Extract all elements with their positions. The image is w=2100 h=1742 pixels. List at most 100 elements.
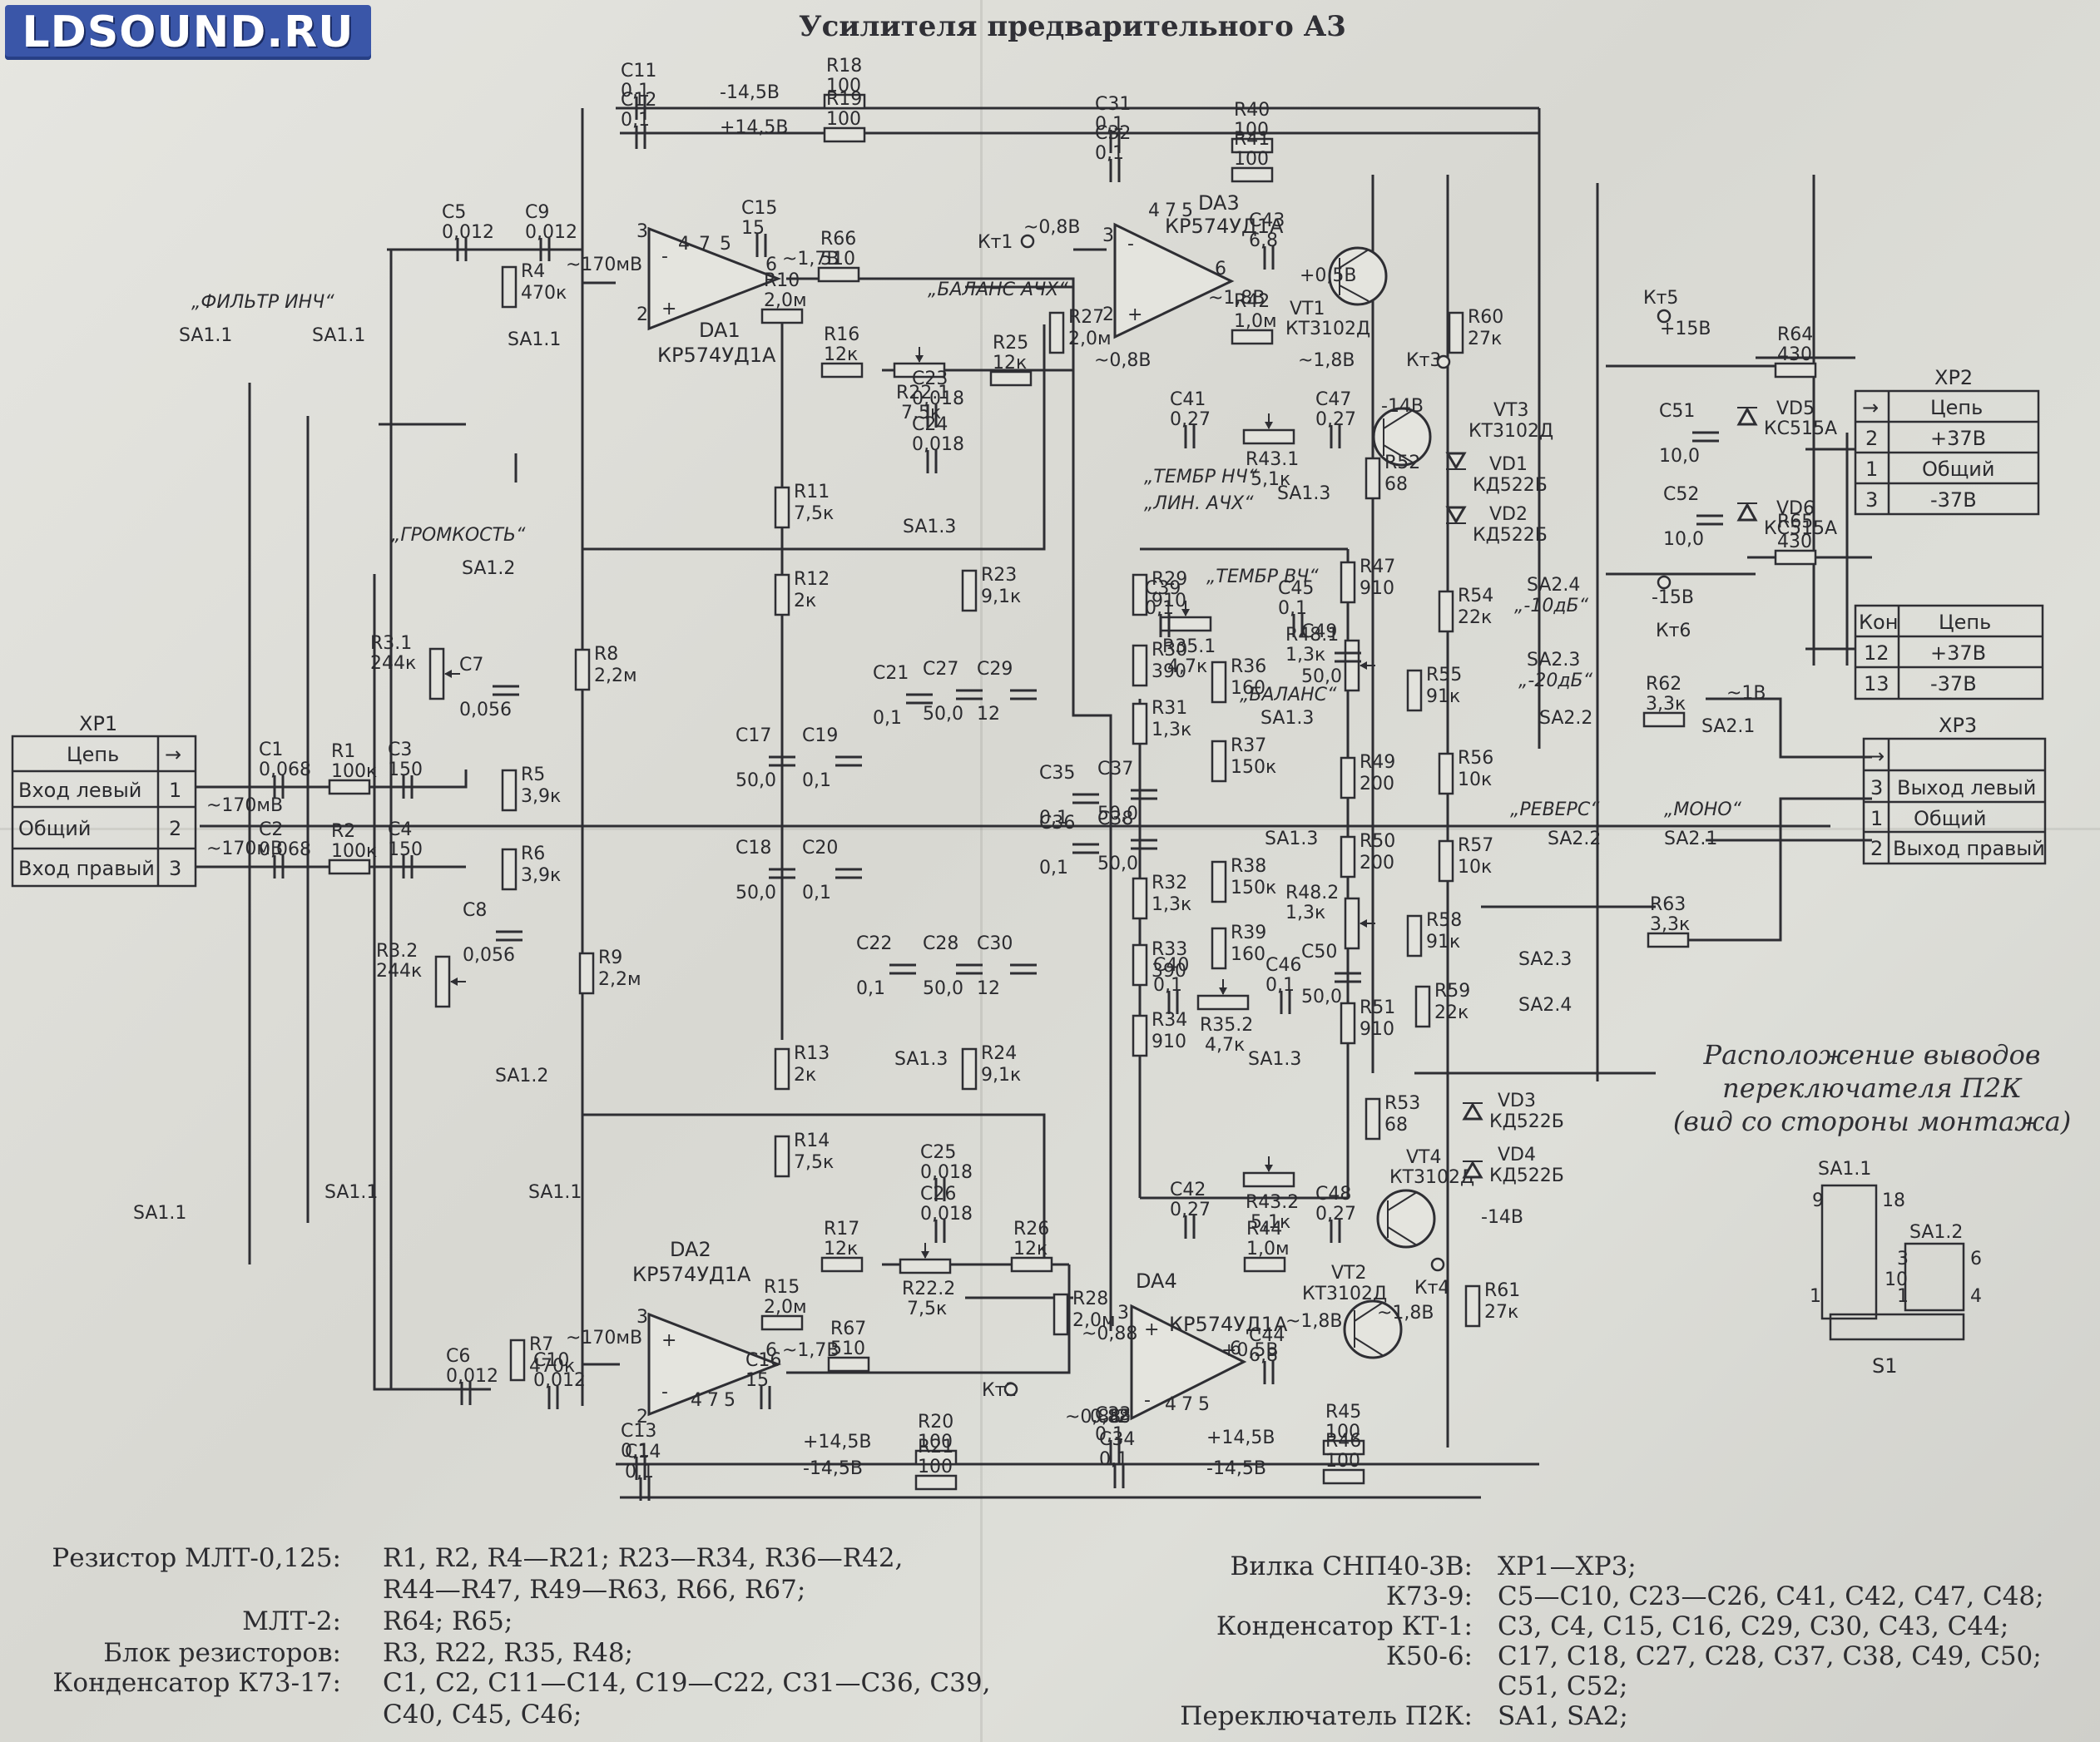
capacitor-c8-ref: C8 <box>463 900 487 921</box>
switch-sa21-a: SA2.1 <box>1701 716 1755 737</box>
capacitor-c49-value: 50,0 <box>1301 666 1342 687</box>
switch-sa12-b: SA1.2 <box>495 1066 548 1086</box>
capacitor-c13-ref: C13 <box>621 1421 656 1442</box>
pot-r22-1-ref: R22.1 <box>896 383 949 403</box>
resistor-r55-ref: R55 <box>1426 665 1462 685</box>
capacitor-c22-value: 0,1 <box>856 978 885 999</box>
parts-left-items-5: C1, C2, C11—C14, C19—C22, C31—C36, C39, <box>383 1668 991 1698</box>
pot-r35-2-value: 4,7к <box>1205 1035 1245 1056</box>
capacitor-c5-value: 0,012 <box>442 222 494 243</box>
connector-xp1: ХР1 Цепь → Вход левый 1 Общий 2 Вход пра… <box>11 712 197 888</box>
label-tone-lf: „ТЕМБР НЧ“ <box>1144 467 1258 487</box>
capacitor-c40-ref: C40 <box>1153 955 1189 976</box>
capacitor-c33-ref: C33 <box>1095 1404 1131 1425</box>
svg-text:4: 4 <box>1970 1286 1982 1307</box>
pot-r22-2: R22.27,5к <box>899 1243 955 1319</box>
xp1-row-1-pin: 1 <box>169 779 181 802</box>
parts-right-items-5: C51, C52; <box>1498 1671 1628 1701</box>
svg-text:3: 3 <box>636 1307 648 1328</box>
parts-left-cat-1: Резистор МЛТ-0,125: <box>52 1543 341 1573</box>
resistor-r10-value: 2,0м <box>764 290 807 311</box>
resistor-r14-value: 7,5к <box>794 1152 834 1173</box>
voltage-da2-out: ~1,7В <box>782 1340 840 1361</box>
voltage-da3-in: ~0,8В <box>1094 350 1152 371</box>
voltage-vt3: -14В <box>1381 396 1424 417</box>
pot-r22-2-value: 7,5к <box>907 1299 947 1319</box>
transistor-vt3-part: КТ3102Д <box>1469 421 1553 442</box>
xp2-title: ХР2 <box>1934 366 1973 389</box>
resistor-r64-ref: R64 <box>1777 324 1813 345</box>
label-tone-hf: „ТЕМБР ВЧ“ <box>1206 567 1319 587</box>
pot-r43-2: R43.25,1к <box>1242 1156 1299 1233</box>
connector-xp2: ХР2 → Цепь 2 +37В 1 Общий 3 -37В <box>1854 366 2040 516</box>
resistor-r46-value: 100 <box>1325 1451 1360 1472</box>
resistor-r15-value: 2,0м <box>764 1297 807 1318</box>
resistor-r5: R53,9к <box>501 765 561 812</box>
switch-sa13-d: SA1.3 <box>1265 829 1318 849</box>
capacitor-c5-ref: C5 <box>442 202 466 223</box>
capacitor-c47-value: 0,27 <box>1315 409 1356 430</box>
resistor-r40-ref: R40 <box>1234 100 1270 121</box>
capacitor-c44-ref: C44 <box>1249 1325 1285 1346</box>
resistor-r5-ref: R5 <box>521 765 545 785</box>
resistor-r17-value: 12к <box>824 1239 858 1259</box>
resistor-r20-ref: R20 <box>918 1412 953 1433</box>
svg-text:7: 7 <box>1165 200 1176 221</box>
resistor-r30-ref: R30 <box>1152 640 1187 661</box>
label-reverse: „РЕВЕРС“ <box>1510 799 1600 820</box>
switch-sa13-e: SA1.3 <box>894 1049 948 1070</box>
transistor-vt3: VT3 КТ3102Д <box>1372 400 1553 467</box>
resistor-r44-value: 1,0м <box>1246 1239 1290 1259</box>
resistor-r41-value: 100 <box>1234 149 1269 170</box>
capacitor-c52-value: 10,0 <box>1663 529 1704 550</box>
resistor-r66-value: 510 <box>820 249 855 270</box>
voltage-da4-in2: 0,88 <box>1090 1407 1131 1428</box>
voltage-in-left: ~170мВ <box>206 795 283 816</box>
capacitor-c8-value: 0,056 <box>463 945 515 966</box>
resistor-r42-value: 1,0м <box>1234 311 1277 332</box>
resistor-r10-ref: R10 <box>764 270 800 291</box>
capacitor-c38-ref: C38 <box>1097 809 1133 829</box>
pot-r3-2-ref: R3.2 <box>376 941 418 962</box>
capacitor-c27-ref: C27 <box>923 659 958 680</box>
xp3-arrow: → <box>1868 745 1885 768</box>
capacitor-c23-value: 0,018 <box>912 388 964 409</box>
resistor-r8-ref: R8 <box>594 644 618 665</box>
switch-sa23-a: SA2.3 <box>1527 650 1580 671</box>
test-point-marker-4 <box>1430 1257 1445 1272</box>
resistor-r58-value: 91к <box>1426 932 1460 953</box>
voltage-sa21: ~1В <box>1726 683 1766 704</box>
diode-vd2-part: КД522Б <box>1473 525 1548 546</box>
resistor-r32-value: 1,3к <box>1152 894 1191 915</box>
capacitor-c42-value: 0,27 <box>1170 1200 1211 1220</box>
diode-vd3-part: КД522Б <box>1489 1111 1564 1132</box>
resistor-r16-ref: R16 <box>824 324 859 345</box>
resistor-r27-value: 2,0м <box>1068 329 1112 349</box>
resistor-r21-value: 100 <box>918 1457 953 1477</box>
pot-r43-2-value: 5,1к <box>1251 1212 1290 1233</box>
capacitor-c29-value: 12 <box>977 704 1000 725</box>
transistor-vt1-ref: VT1 <box>1290 299 1325 319</box>
voltage-da4-out: ~1,8В <box>1285 1311 1343 1332</box>
capacitor-c14-ref: C14 <box>625 1442 661 1462</box>
svg-text:6: 6 <box>1970 1249 1982 1269</box>
parts-right-cat-1: Вилка СНП40-3В: <box>1230 1551 1473 1581</box>
capacitor-c28-ref: C28 <box>923 933 958 954</box>
resistor-r51-value: 910 <box>1360 1019 1394 1040</box>
